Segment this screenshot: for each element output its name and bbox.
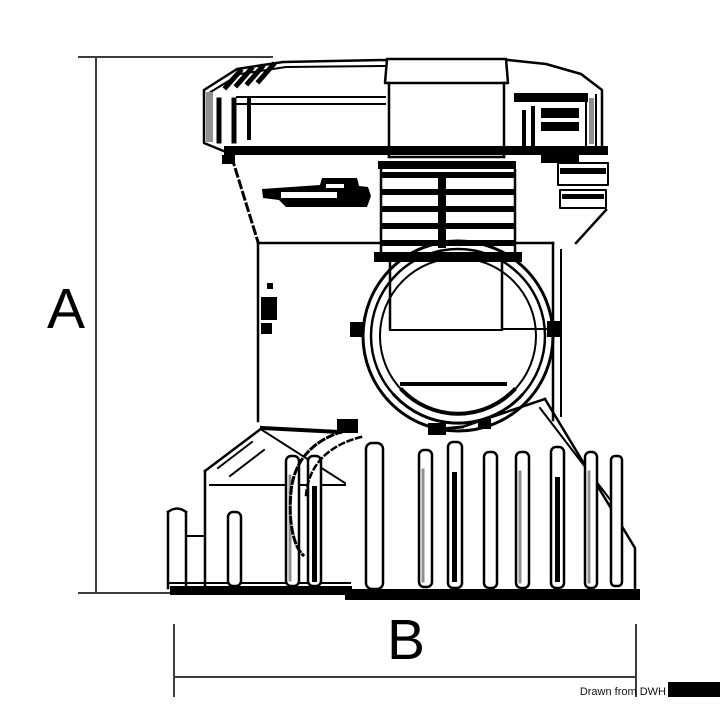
outlet-pipe [378, 57, 516, 169]
impeller-housing [337, 239, 561, 435]
footer-credit: Drawn from DWH [580, 686, 666, 698]
neck-taper [230, 156, 260, 244]
pump-drawing [166, 57, 640, 600]
hose-loop [288, 427, 363, 558]
label-plate [262, 178, 371, 207]
redaction-bar [668, 682, 720, 697]
dimension-a [78, 56, 273, 594]
body-clip [261, 297, 277, 320]
hose-barb-ribs [374, 168, 522, 262]
base-bottom-left [170, 586, 352, 595]
dimension-b-label: B [387, 608, 425, 672]
mounting-bracket [514, 93, 609, 245]
base-bottom-right [345, 589, 640, 600]
dimension-b [173, 624, 637, 697]
dimension-a-label: A [47, 277, 85, 341]
strainer-slots [226, 440, 624, 591]
motor-cap [202, 58, 608, 164]
cap-vent-slats [216, 61, 277, 144]
